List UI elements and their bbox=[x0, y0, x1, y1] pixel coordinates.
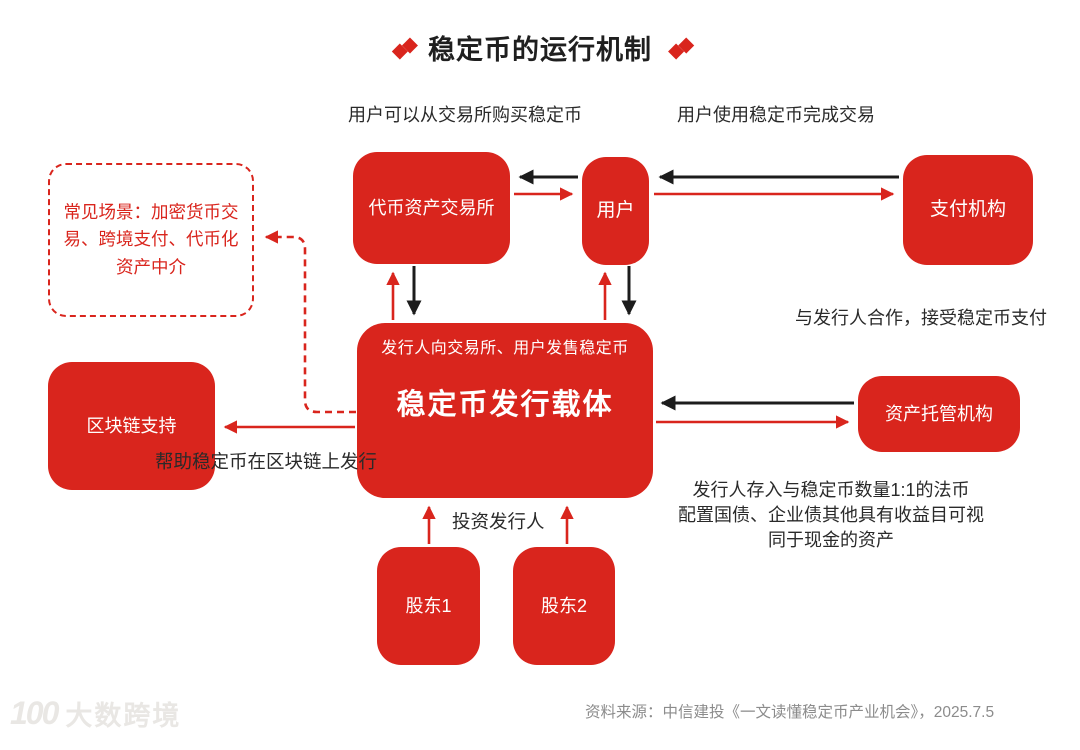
label-reserve-assets: 发行人存入与稳定币数量1:1的法币 配置国债、企业债其他具有收益目可视 同于现金… bbox=[652, 478, 1010, 553]
issuer-title: 稳定币发行载体 bbox=[396, 388, 614, 421]
label-cooperate-with-issuer: 与发行人合作，接受稳定币支付 bbox=[795, 308, 1047, 328]
label-reserve-line2: 配置国债、企业债其他具有收益目可视 bbox=[678, 505, 984, 525]
node-user: 用户 bbox=[582, 157, 649, 265]
node-token-exchange-label: 代币资产交易所 bbox=[368, 197, 495, 218]
label-invest-issuer: 投资发行人 bbox=[452, 511, 545, 532]
node-asset-custody-label: 资产托管机构 bbox=[885, 403, 993, 424]
node-shareholder-1: 股东1 bbox=[377, 547, 480, 665]
page-title-text: 稳定币的运行机制 bbox=[428, 35, 652, 65]
watermark: 100 大数跨境 bbox=[10, 694, 181, 733]
node-payment-institution: 支付机构 bbox=[903, 155, 1033, 265]
node-stablecoin-issuer: 发行人向交易所、用户发售稳定币 稳定币发行载体 bbox=[357, 323, 653, 498]
page-title: ◆◆ 稳定币的运行机制 ◆◆ bbox=[0, 28, 1080, 67]
node-user-label: 用户 bbox=[596, 200, 635, 222]
node-shareholder-2: 股东2 bbox=[513, 547, 615, 665]
scenario-text: 常见场景：加密货币交易、跨境支付、代币化资产中介 bbox=[63, 202, 239, 277]
node-token-exchange: 代币资产交易所 bbox=[353, 152, 510, 264]
node-shareholder-2-label: 股东2 bbox=[540, 595, 587, 616]
scenario-box: 常见场景：加密货币交易、跨境支付、代币化资产中介 bbox=[48, 163, 254, 317]
watermark-text: 大数跨境 bbox=[65, 701, 182, 731]
arrow-issuer-to-scenario-dashed bbox=[264, 230, 356, 414]
node-blockchain-support-label: 区块链支持 bbox=[86, 415, 177, 436]
watermark-logo-icon: 100 bbox=[10, 695, 59, 731]
node-blockchain-support: 区块链支持 bbox=[48, 362, 215, 490]
issuer-note: 发行人向交易所、用户发售稳定币 bbox=[381, 340, 629, 357]
title-diamonds-right-icon: ◆◆ bbox=[668, 33, 694, 62]
label-blockchain-help: 帮助稳定币在区块链上发行 bbox=[155, 451, 378, 472]
label-reserve-line1: 发行人存入与稳定币数量1:1的法币 bbox=[692, 480, 970, 500]
node-shareholder-1-label: 股东1 bbox=[405, 595, 452, 616]
label-buy-from-exchange: 用户可以从交易所购买稳定币 bbox=[348, 105, 582, 125]
source-citation: 资料来源：中信建投《一文读懂稳定币产业机会》，2025.7.5 bbox=[585, 704, 995, 721]
label-reserve-line3: 同于现金的资产 bbox=[768, 530, 894, 550]
node-payment-institution-label: 支付机构 bbox=[929, 199, 1006, 221]
title-diamonds-left-icon: ◆◆ bbox=[391, 33, 418, 62]
label-pay-with-stablecoin: 用户使用稳定币完成交易 bbox=[677, 105, 875, 125]
node-asset-custody: 资产托管机构 bbox=[858, 376, 1020, 452]
